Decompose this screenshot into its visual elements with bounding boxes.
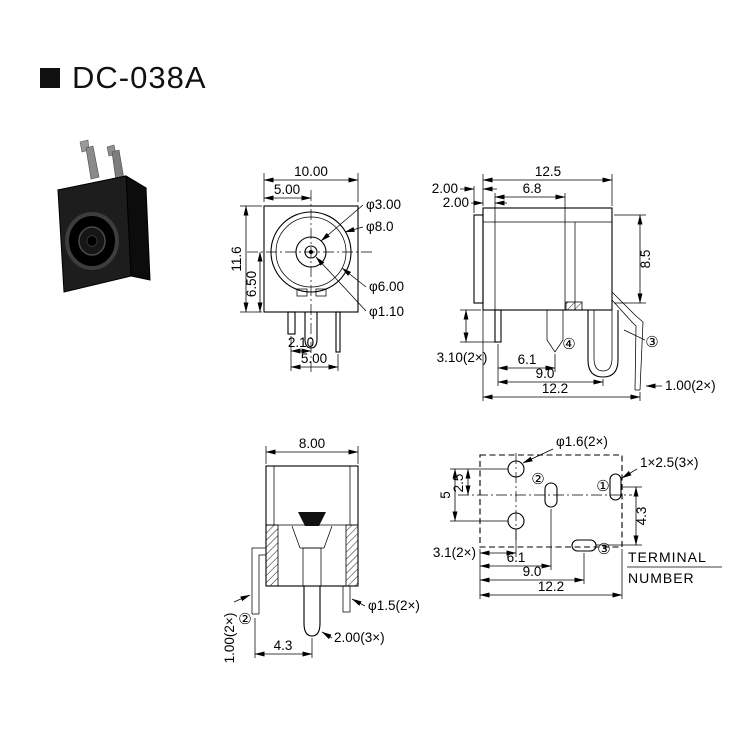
bottom-pin-center <box>303 586 321 637</box>
dim-bottom-leg: 1.00(2×) <box>222 613 237 664</box>
front-body-outline <box>263 205 359 313</box>
contact-detail-left <box>296 288 308 297</box>
dim-side-flange: 2.00 <box>432 181 458 196</box>
bottom-view-dimensions: 8.00 ② φ1.5(2×) 2.00(3×) 4.3 1.00(2×) <box>222 436 420 663</box>
front-pin-center <box>304 312 318 349</box>
label-dia-leg: φ1.5(2×) <box>368 598 420 613</box>
pcb-slot-center <box>544 482 558 508</box>
photo-barrel-pin <box>86 235 98 247</box>
pcb-layout-view: 5 2.5 φ1.6(2×) 1×2.5(3×) 4.3 3.1(2×) <box>433 434 722 599</box>
bottom-leg-right <box>342 585 351 613</box>
terminal-marker-2-bottom: ② <box>238 611 251 628</box>
dim-pin-span: 5.00 <box>301 351 327 366</box>
terminal-number-label-line2: NUMBER <box>628 570 695 586</box>
label-dia-inner: φ3.00 <box>366 197 401 212</box>
pcb-pad-3 <box>571 539 597 552</box>
dim-pcb-b: 9.0 <box>523 564 542 579</box>
dim-front-height: 11.6 <box>229 246 244 271</box>
dim-pcb-edge: 3.1(2×) <box>433 545 476 560</box>
side-view-dimensions: 12.5 2.00 2.00 6.8 8.5 <box>432 164 716 401</box>
dim-hole-offset: 2.5 <box>451 474 466 493</box>
pcb-pad-1 <box>609 473 622 501</box>
side-leg-outer <box>611 291 644 391</box>
section-wall-right <box>345 524 359 587</box>
label-dia-pin: φ1.10 <box>369 304 404 319</box>
side-flange <box>473 214 484 304</box>
section-stem <box>302 547 322 587</box>
label-pad-size: 1×2.5(3×) <box>640 455 699 470</box>
side-hook-inner <box>593 310 613 372</box>
bottom-leg-left <box>251 547 266 615</box>
dim-side-pitch-b: 9.0 <box>536 366 555 381</box>
side-serration-detail <box>565 301 583 311</box>
side-view: 12.5 2.00 2.00 6.8 8.5 <box>432 164 716 401</box>
terminal-marker-1-pcb: ① <box>596 478 609 495</box>
dim-pcb-c: 12.2 <box>538 579 564 594</box>
dim-side-body: 6.8 <box>523 181 542 196</box>
contact-detail-right <box>315 288 327 297</box>
dim-front-width: 10.00 <box>294 164 328 179</box>
side-body-outline <box>482 207 613 311</box>
dim-side-span: 12.2 <box>542 381 568 396</box>
label-dia-barrel: φ6.00 <box>369 279 404 294</box>
section-contact-block <box>298 512 326 526</box>
terminal-number-label-line1: TERMINAL <box>628 549 707 565</box>
front-view: 10.00 5.00 11.6 6.50 φ3.00 φ8.0 φ6.00 φ1… <box>229 164 404 372</box>
label-dia-outer: φ8.0 <box>366 219 394 234</box>
dim-pin-pitch: 2.10 <box>288 335 314 350</box>
dim-hole-span: 5 <box>438 491 453 499</box>
section-taper <box>291 525 333 549</box>
front-pin-right <box>335 311 341 353</box>
dim-side-leg: 1.00(2×) <box>665 378 716 393</box>
front-view-dimensions: 10.00 5.00 11.6 6.50 φ3.00 φ8.0 φ6.00 φ1… <box>229 164 404 371</box>
side-pin-front <box>494 309 502 343</box>
dim-front-center-height: 6.50 <box>244 271 259 297</box>
side-pin-bent <box>546 310 564 353</box>
dim-bottom-pin: 2.00(3×) <box>334 630 385 645</box>
dim-front-half-width: 5.00 <box>274 182 300 197</box>
dim-side-pin-length: 3.10(2×) <box>437 350 488 365</box>
page-title: DC-038A <box>40 60 207 96</box>
dim-side-pitch-a: 6.1 <box>518 352 537 367</box>
side-hook-outer <box>587 310 619 378</box>
dim-bottom-width: 8.00 <box>299 436 325 451</box>
section-wall-left <box>265 524 279 587</box>
terminal-marker-3-pcb: ③ <box>597 541 610 558</box>
side-leg-inner <box>611 299 637 391</box>
bottom-section-view: 8.00 ② φ1.5(2×) 2.00(3×) 4.3 1.00(2×) <box>222 436 420 663</box>
dim-pad-span: 4.3 <box>634 507 649 526</box>
dim-side-depth: 12.5 <box>535 164 561 179</box>
dim-side-height: 8.5 <box>638 250 653 269</box>
terminal-marker-3-side: ③ <box>645 334 658 351</box>
dim-pcb-a: 6.1 <box>507 550 526 565</box>
title-bullet-icon <box>40 68 60 88</box>
label-dia-hole: φ1.6(2×) <box>556 434 608 449</box>
terminal-marker-2-pcb: ② <box>531 471 544 488</box>
pcb-view-dimensions: 5 2.5 φ1.6(2×) 1×2.5(3×) 4.3 3.1(2×) <box>433 434 722 599</box>
front-pin-left <box>287 311 296 335</box>
photo-pin-left <box>85 145 100 180</box>
part-number: DC-038A <box>72 60 207 95</box>
product-photo <box>56 139 151 293</box>
terminal-marker-4-side: ④ <box>562 336 575 353</box>
dim-side-lip: 2.00 <box>443 195 469 210</box>
dim-bottom-offset: 4.3 <box>274 638 293 653</box>
